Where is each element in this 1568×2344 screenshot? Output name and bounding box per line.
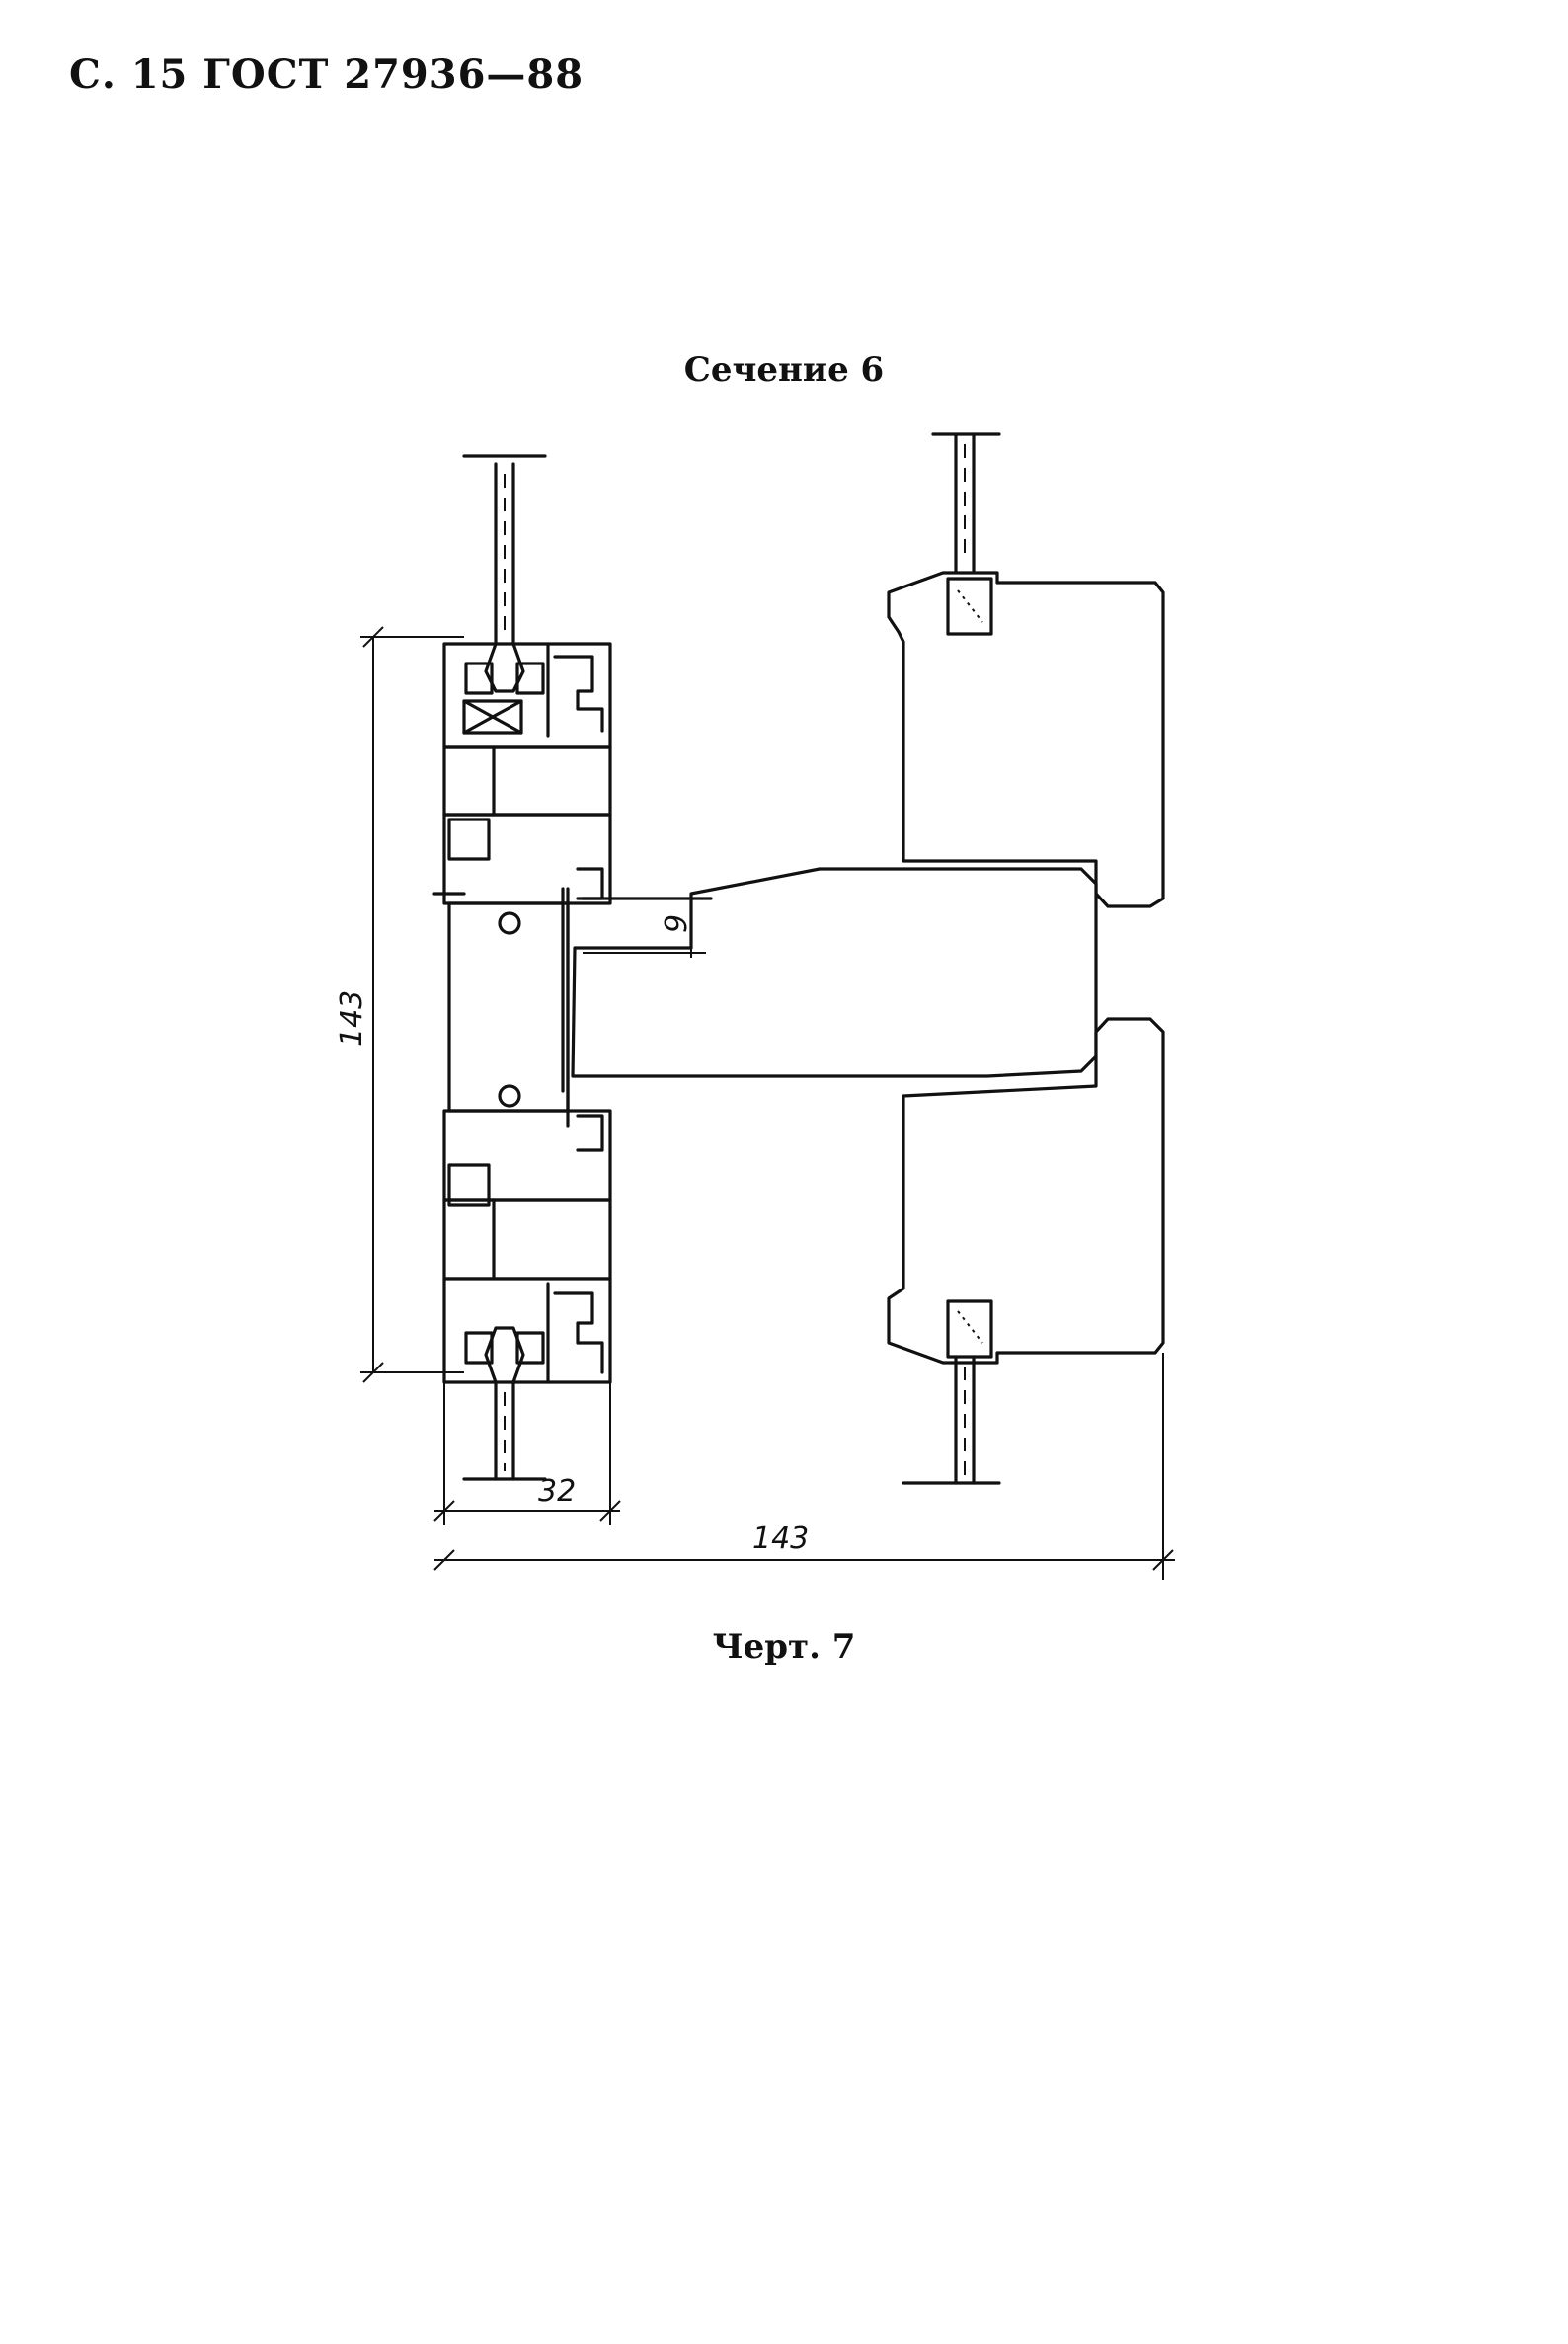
lower-right-glass <box>902 1355 1001 1485</box>
lower-glazing-bead <box>946 1299 993 1359</box>
upper-left-glass <box>462 454 547 649</box>
dimension-frame-width: 32 <box>538 1474 576 1509</box>
top-sash-profile <box>442 642 612 749</box>
dimension-lines <box>360 626 1175 1580</box>
bottom-sash-profile <box>442 1277 612 1384</box>
lower-wood-sash <box>887 1017 1165 1365</box>
frame-chambers <box>432 745 612 1281</box>
upper-glazing-bead <box>946 577 993 636</box>
upper-wood-sash <box>887 571 1165 908</box>
wooden-frame-profile <box>561 432 1165 1485</box>
dimension-frame-height: 143 <box>335 990 369 1047</box>
page-header: С. 15 ГОСТ 27936—88 <box>69 51 585 98</box>
upper-right-glass <box>931 432 1001 575</box>
lower-left-glass <box>462 1380 547 1481</box>
aluminium-frame-profile <box>432 454 612 1481</box>
dimension-offset: 9 <box>660 914 694 933</box>
dimension-total-width: 143 <box>752 1522 809 1556</box>
section-title: Сечение 6 <box>683 351 885 390</box>
figure-caption: Черт. 7 <box>712 1627 856 1667</box>
